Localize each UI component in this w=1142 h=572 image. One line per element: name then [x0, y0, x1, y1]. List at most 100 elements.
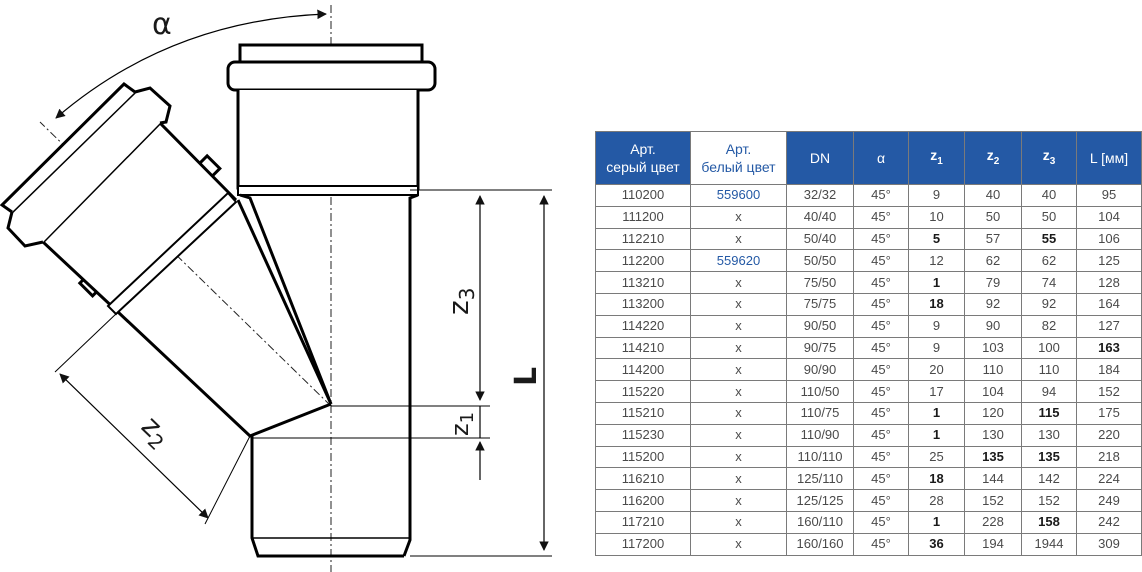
table-cell: 135: [964, 445, 1022, 469]
column-header-2: DN: [786, 131, 854, 185]
table-cell: 218: [1076, 445, 1142, 469]
table-cell: 110: [964, 358, 1022, 382]
label-z3: z3: [442, 288, 479, 315]
table-cell: x: [690, 401, 787, 425]
table-cell: 92: [1021, 292, 1077, 316]
table-cell: 45°: [853, 510, 909, 534]
table-cell: 114200: [595, 358, 691, 382]
table-cell: 135: [1021, 445, 1077, 469]
ref-line-z2-a: [54, 311, 119, 373]
top-socket-body: [236, 90, 420, 190]
table-cell: 1: [908, 423, 965, 447]
table-cell: 130: [1021, 423, 1077, 447]
table-cell: x: [690, 358, 787, 382]
table-cell: 90: [964, 314, 1022, 338]
table-cell: 1944: [1021, 532, 1077, 556]
table-cell: 45°: [853, 271, 909, 294]
table-cell: 125/125: [786, 489, 854, 512]
table-cell: 45°: [853, 467, 909, 491]
table-cell: 114220: [595, 314, 691, 338]
table-cell: 116210: [595, 467, 691, 491]
table-cell: 110200: [595, 184, 691, 207]
table-cell: 40: [1021, 184, 1077, 207]
svg-text:z3: z3: [442, 288, 479, 315]
table-cell: 111200: [595, 205, 691, 229]
table-cell: x: [690, 510, 787, 534]
table-cell: 90/90: [786, 358, 854, 382]
table-cell: 45°: [853, 184, 909, 207]
table-cell: 90/50: [786, 314, 854, 338]
table-cell: 45°: [853, 314, 909, 338]
table-cell: 74: [1021, 271, 1077, 294]
table-cell: x: [690, 336, 787, 360]
table-cell: 28: [908, 489, 965, 512]
table-cell: 175: [1076, 401, 1142, 425]
table-cell: 160/110: [786, 510, 854, 534]
table-cell: 224: [1076, 467, 1142, 491]
table-cell: 50/50: [786, 249, 854, 273]
table-cell: 127: [1076, 314, 1142, 338]
table-cell: 62: [1021, 249, 1077, 273]
table-cell: 152: [964, 489, 1022, 512]
table-cell: 104: [1076, 205, 1142, 229]
table-cell: 9: [908, 184, 965, 207]
table-cell: 100: [1021, 336, 1077, 360]
table-cell: 559620: [690, 249, 787, 273]
table-cell: x: [690, 205, 787, 229]
table-cell: 10: [908, 205, 965, 229]
table-cell: 1: [908, 401, 965, 425]
table-cell: 103: [964, 336, 1022, 360]
table-cell: 45°: [853, 445, 909, 469]
table-cell: 115200: [595, 445, 691, 469]
svg-text:z2: z2: [132, 409, 177, 455]
table-cell: 113210: [595, 271, 691, 294]
table-cell: 110/50: [786, 380, 854, 403]
column-header-3: α: [853, 131, 909, 185]
column-header-5: z2: [964, 131, 1022, 185]
table-cell: 125/110: [786, 467, 854, 491]
table-cell: 142: [1021, 467, 1077, 491]
table-cell: 1: [908, 271, 965, 294]
top-socket-rim: [238, 43, 424, 64]
table-cell: 164: [1076, 292, 1142, 316]
label-L: L: [509, 367, 544, 386]
table-cell: 115: [1021, 401, 1077, 425]
table-cell: x: [690, 423, 787, 447]
table-cell: 95: [1076, 184, 1142, 207]
dim-z2: [59, 373, 209, 519]
table-cell: 1: [908, 510, 965, 534]
table-cell: 40/40: [786, 205, 854, 229]
table-cell: 110/110: [786, 445, 854, 469]
column-header-1: Арт.белый цвет: [690, 131, 787, 185]
table-cell: 110/75: [786, 401, 854, 425]
table-cell: 152: [1021, 489, 1077, 512]
table-cell: 120: [964, 401, 1022, 425]
table-cell: 220: [1076, 423, 1142, 447]
table-cell: 90/75: [786, 336, 854, 360]
table-cell: x: [690, 467, 787, 491]
table-cell: 45°: [853, 532, 909, 556]
table-cell: 45°: [853, 227, 909, 251]
ref-line-z2-b: [204, 435, 251, 525]
table-cell: 45°: [853, 249, 909, 273]
table-cell: 249: [1076, 489, 1142, 512]
table-cell: 75/50: [786, 271, 854, 294]
table-cell: 55: [1021, 227, 1077, 251]
table-cell: 104: [964, 380, 1022, 403]
column-header-4: z1: [908, 131, 965, 185]
table-cell: 45°: [853, 292, 909, 316]
column-header-6: z3: [1021, 131, 1077, 185]
table-cell: 112200: [595, 249, 691, 273]
table-cell: 45°: [853, 423, 909, 447]
table-cell: 130: [964, 423, 1022, 447]
